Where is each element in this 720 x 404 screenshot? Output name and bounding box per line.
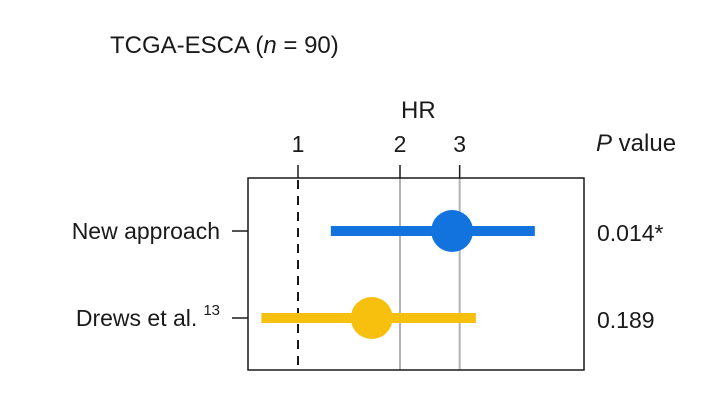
- row-label-new-approach: New approach: [72, 218, 220, 244]
- x-tick-label-1: 1: [292, 131, 305, 157]
- row-label-drews-et-al: Drews et al.13: [76, 302, 220, 331]
- pvalue-new-approach: 0.014*: [597, 220, 664, 246]
- hr-point-drews-et-al: [350, 297, 393, 339]
- plot-frame: [247, 177, 585, 371]
- chart-title: TCGA-ESCA (n = 90): [110, 32, 339, 59]
- x-tick-label-3: 3: [453, 131, 466, 157]
- x-axis-label: HR: [401, 97, 436, 124]
- x-tick-label-2: 2: [394, 131, 407, 157]
- hr-point-new-approach: [431, 210, 474, 252]
- pvalue-drews-et-al: 0.189: [597, 307, 655, 333]
- pvalue-header: P value: [596, 130, 677, 157]
